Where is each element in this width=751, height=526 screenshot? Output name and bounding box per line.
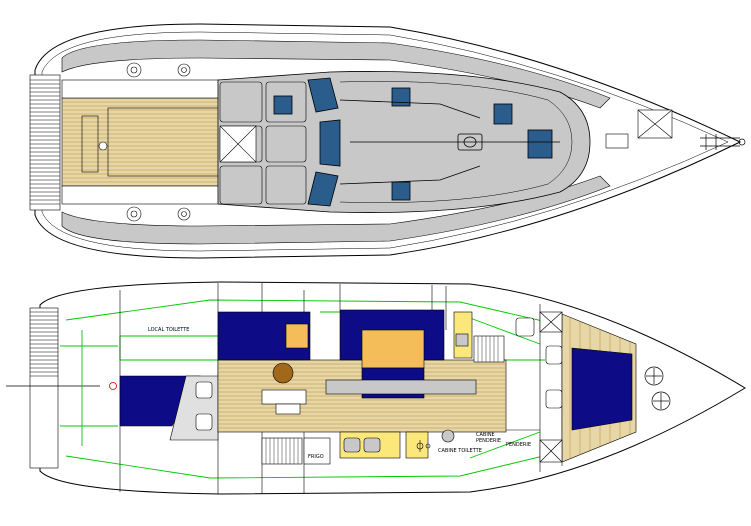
label-penderie-2: PENDERIE	[506, 442, 531, 448]
forward-v-berth	[571, 347, 633, 431]
label-cabine: CABINE	[476, 432, 495, 438]
heads-basin	[455, 333, 469, 347]
toilet-icon	[441, 429, 455, 443]
label-local-toilette: LOCAL TOILETTE	[148, 327, 189, 333]
deck-plan	[29, 23, 746, 259]
bow-fitting	[700, 134, 746, 150]
anchor-locker	[605, 109, 673, 149]
nav-stool	[275, 403, 301, 415]
companionway-x-box	[219, 125, 257, 163]
winch-icon	[126, 62, 191, 222]
label-cabine-toilette: CABINE TOILETTE	[438, 448, 482, 454]
deck-side-starboard	[61, 175, 611, 245]
fridge	[303, 437, 331, 465]
saloon-bench	[325, 379, 477, 395]
handrail	[339, 99, 560, 185]
interior-transom	[29, 307, 59, 469]
faucet-icon	[416, 440, 431, 452]
interior-plan: LOCAL TOILETTE FRIGO CABINE PENDERIE PEN…	[6, 281, 746, 495]
chart-table	[285, 323, 309, 349]
rudder-post	[109, 382, 117, 390]
nav-seat	[261, 389, 307, 405]
galley-sink-2	[363, 437, 381, 453]
stove-grid	[261, 437, 303, 465]
mast-step	[272, 362, 294, 384]
forward-cabin-x-box	[539, 311, 563, 463]
heads-shower-grid	[473, 335, 505, 363]
furniture-outline	[60, 299, 561, 479]
deck-hatch	[273, 77, 553, 207]
label-penderie-1: PENDERIE	[476, 438, 501, 444]
deck-transom	[29, 74, 61, 211]
cockpit-seat-starboard	[61, 185, 223, 205]
coachroof-inner-edge	[339, 81, 573, 203]
deck-side-port	[61, 39, 611, 109]
saloon-table	[361, 329, 425, 369]
deck-hull-inner-line	[41, 31, 729, 252]
aft-cabin-berth	[119, 375, 201, 427]
label-frigo: FRIGO	[308, 454, 324, 460]
cockpit-seat-port	[61, 79, 223, 99]
galley-sink	[343, 437, 361, 453]
cockpit-teak	[61, 97, 221, 187]
fan-icon	[644, 366, 671, 411]
